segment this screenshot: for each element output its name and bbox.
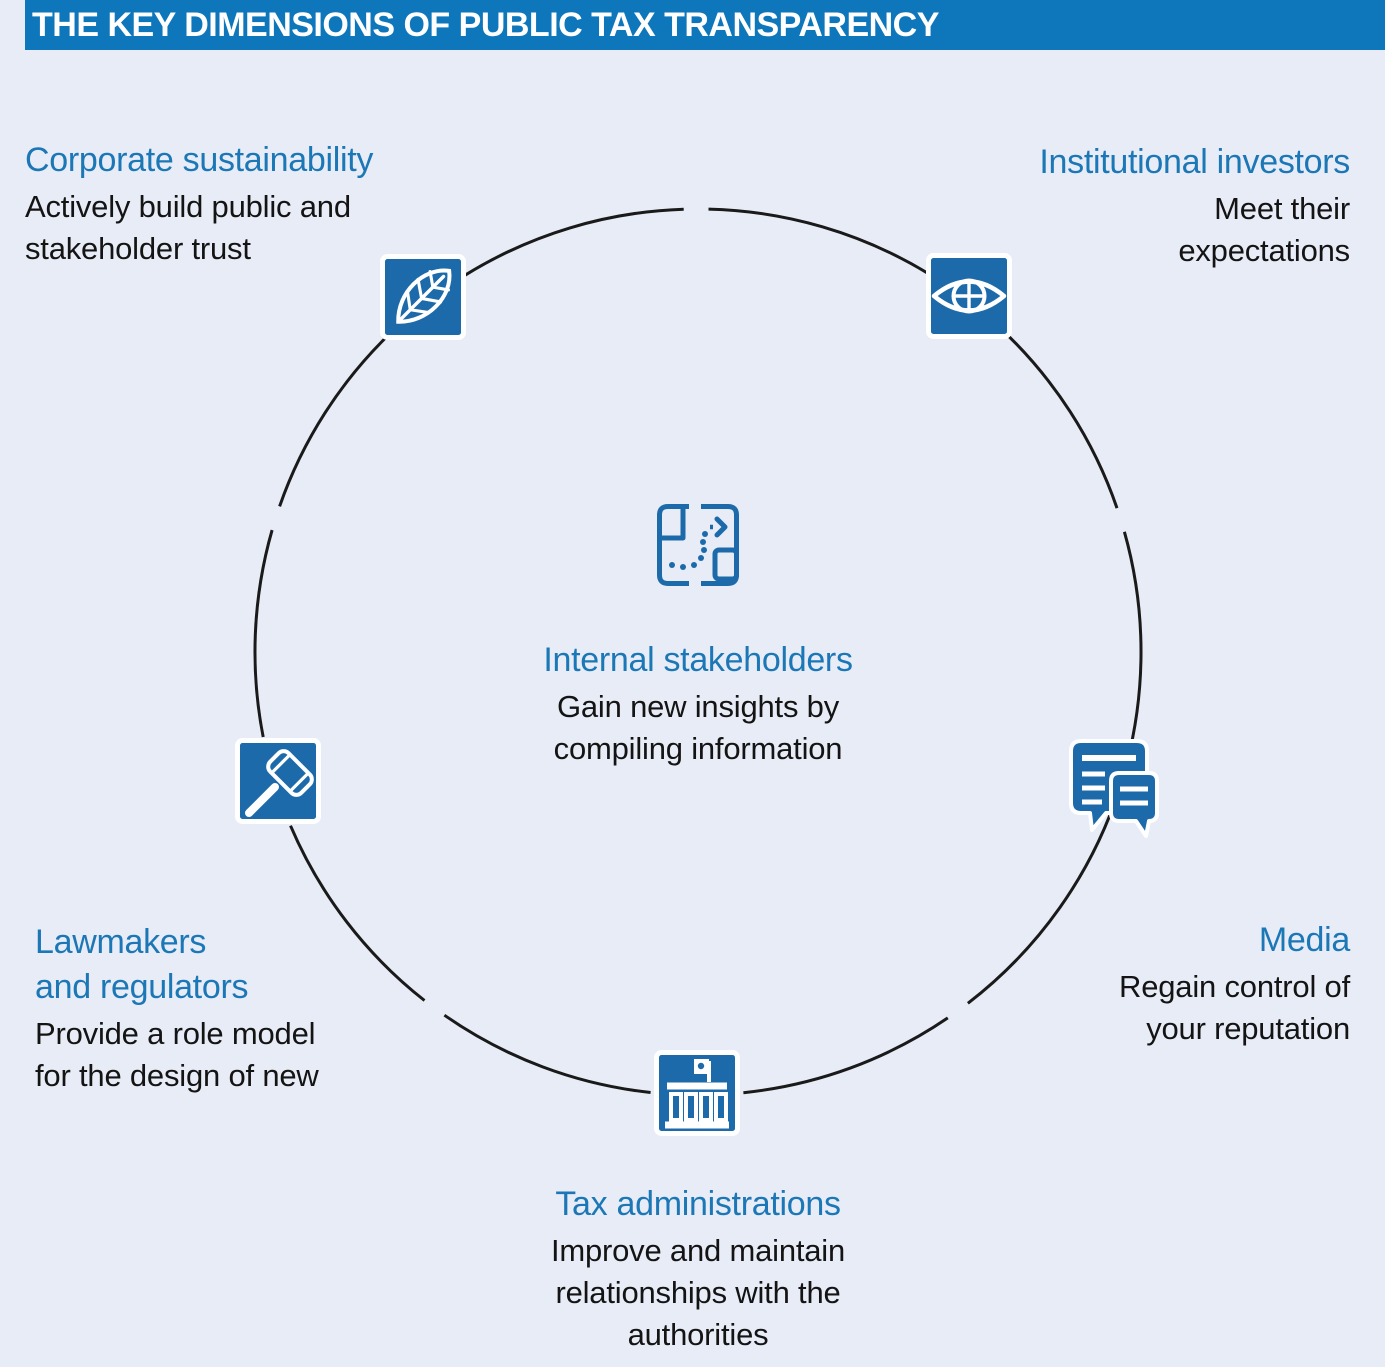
node-description-line: expectations [1178,233,1350,268]
eye-icon [925,252,1013,340]
node-description-line: compiling information [553,731,843,766]
node-tax-administrations: Tax administrations Improve and maintain… [348,1182,1048,1356]
node-lawmakers-and-regulators: Lawmakers and regulators Provide a role … [35,920,319,1097]
node-description-line: authorities [627,1317,769,1352]
node-description-line: relationships with the [555,1275,841,1310]
node-description: Gain new insights by compiling informati… [348,686,1048,770]
node-institutional-investors: Institutional investors Meet their expec… [1039,140,1350,272]
node-description: Regain control of your reputation [1119,966,1350,1050]
header-bar: THE KEY DIMENSIONS OF PUBLIC TAX TRANSPA… [25,0,1385,50]
node-heading: Institutional investors [1039,143,1350,181]
node-internal-stakeholders: Internal stakeholders Gain new insights … [348,638,1048,770]
node-description-line: stakeholder trust [25,231,251,266]
news-bubbles-icon [1065,735,1161,839]
node-description-line: Provide a role model [35,1016,316,1051]
page-title: THE KEY DIMENSIONS OF PUBLIC TAX TRANSPA… [32,5,939,44]
node-description-line: Improve and maintain [550,1233,846,1268]
node-heading: and regulators [35,968,249,1006]
node-description-line: your reputation [1146,1011,1350,1046]
map-route-icon [654,501,742,589]
node-description: Meet their expectations [1039,188,1350,272]
government-building-icon [653,1049,741,1137]
node-corporate-sustainability: Corporate sustainability Actively build … [25,138,373,270]
node-heading: Internal stakeholders [543,641,853,679]
node-description: Improve and maintain relationships with … [348,1230,1048,1356]
node-description-line: Meet their [1214,191,1350,226]
leaf-icon [379,253,467,341]
node-heading: Corporate sustainability [25,141,374,179]
node-description-line: Actively build public and [25,189,351,224]
gavel-icon [234,737,322,825]
node-media: Media Regain control of your reputation [1119,918,1350,1050]
node-description: Actively build public and stakeholder tr… [25,186,373,270]
node-description: Provide a role model for the design of n… [35,1013,319,1097]
node-heading: Lawmakers [35,923,207,961]
node-description-line: Gain new insights by [556,689,840,724]
node-heading: Tax administrations [555,1185,841,1223]
node-description-line: for the design of new [35,1058,319,1093]
node-heading: Media [1258,921,1350,959]
node-description-line: Regain control of [1119,969,1350,1004]
